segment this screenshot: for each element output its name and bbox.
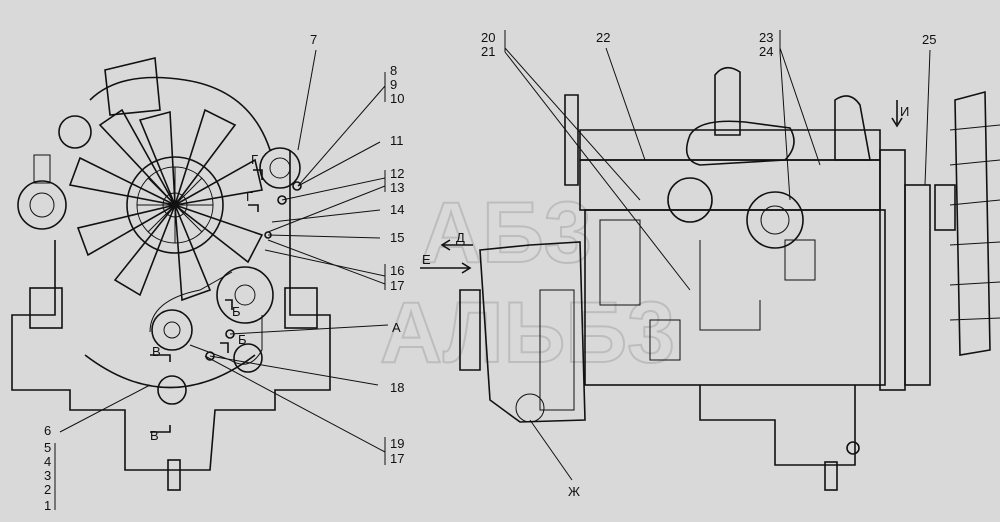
thermostat-housing (259, 147, 301, 189)
timing-cover (879, 149, 906, 391)
label-22: 22 (596, 30, 610, 45)
label-1: 1 (44, 498, 51, 513)
engine-front-view (11, 57, 331, 491)
label-G-lower: Г (246, 189, 253, 204)
callout-labels: 1 2 3 4 5 6 7 8 9 10 11 12 13 14 15 16 1… (44, 30, 936, 513)
label-23: 23 (759, 30, 773, 45)
crank-pulley (151, 309, 193, 351)
sump-curve (84, 354, 256, 389)
tensioner-pulley (233, 343, 263, 373)
label-B-lower: Б (238, 332, 247, 347)
drain-valve-side (824, 461, 838, 491)
label-I: И (900, 104, 909, 119)
fan-hub (126, 156, 224, 254)
label-B-upper: Б (232, 304, 241, 319)
compressor-left (17, 180, 67, 230)
alternator-pulley (216, 266, 274, 324)
label-3: 3 (44, 468, 51, 483)
label-21: 21 (481, 44, 495, 59)
oil-pan-side (699, 385, 856, 466)
fan-hub-side (934, 184, 956, 231)
flywheel-housing (479, 241, 586, 423)
alternator-hub (234, 284, 256, 306)
watermark: АБ3 АЛЬБ3 (379, 184, 676, 382)
label-8: 8 (390, 63, 397, 78)
label-19: 19 (390, 436, 404, 451)
exhaust-pipe (714, 66, 741, 136)
label-E: Е (422, 252, 431, 267)
label-10: 10 (390, 91, 404, 106)
breather-pipe (58, 115, 92, 149)
watermark-line-1: АБ3 (420, 185, 592, 281)
label-18: 18 (390, 380, 404, 395)
leaders-side (504, 30, 931, 481)
drive-belt (149, 271, 263, 365)
oil-cooler (784, 239, 816, 281)
turbocharger (746, 191, 804, 249)
label-2: 2 (44, 482, 51, 497)
label-16: 16 (390, 263, 404, 278)
oil-filter (667, 177, 713, 223)
watermark-line-2: АЛЬБ3 (380, 285, 675, 381)
label-V-upper: В (152, 344, 161, 359)
section-arrows-side (420, 100, 903, 274)
oil-pan-plug (846, 441, 860, 455)
label-20: 20 (481, 30, 495, 45)
label-15: 15 (390, 230, 404, 245)
label-17-lower: 17 (390, 451, 404, 466)
section-arrows-front (150, 169, 263, 433)
mount-right (284, 287, 318, 329)
engine-side-view (459, 66, 1000, 491)
sump-plug (157, 375, 187, 405)
detail-zh-circle (515, 393, 545, 423)
label-25: 25 (922, 32, 936, 47)
label-12: 12 (390, 166, 404, 181)
intake-housing (104, 57, 161, 116)
label-24: 24 (759, 44, 773, 59)
output-flange (459, 289, 481, 371)
cylinder-head (579, 159, 881, 211)
sensor-left (33, 154, 51, 184)
fan-shroud-top (89, 76, 271, 151)
mount-left (29, 287, 63, 329)
label-Zh: Ж (568, 484, 580, 499)
drain-valve-front (167, 459, 181, 491)
label-5: 5 (44, 440, 51, 455)
bolt-12 (277, 195, 287, 205)
label-11: 11 (390, 133, 404, 148)
thermostat-inner (269, 157, 291, 179)
label-A: А (392, 320, 401, 335)
bolt-10 (292, 181, 302, 191)
crank-pulley-side (904, 184, 931, 386)
label-D: Д (456, 230, 465, 245)
lifting-bracket-front (834, 95, 871, 161)
label-14: 14 (390, 202, 404, 217)
crank-hub (163, 321, 181, 339)
lifting-bracket-rear (564, 94, 579, 186)
fan-blade-edges (949, 124, 1000, 321)
turbo-outlet (685, 120, 795, 166)
turbocharger-center (760, 205, 790, 235)
label-13: 13 (390, 180, 404, 195)
cylinder-block (584, 209, 886, 386)
fuel-filter (649, 319, 681, 361)
fan-hub-spokes (137, 167, 213, 243)
fuel-pump (599, 219, 641, 306)
leaders-front (54, 49, 389, 510)
label-17-upper: 17 (390, 278, 404, 293)
compressor-hub (29, 192, 55, 218)
label-9: 9 (390, 77, 397, 92)
label-G-upper: Г (251, 152, 258, 167)
label-6: 6 (44, 423, 51, 438)
label-4: 4 (44, 454, 51, 469)
label-7: 7 (310, 32, 317, 47)
fan-side-view (954, 90, 991, 356)
housing-rib (539, 289, 575, 411)
oil-line (699, 240, 761, 331)
label-V-lower: В (150, 428, 159, 443)
